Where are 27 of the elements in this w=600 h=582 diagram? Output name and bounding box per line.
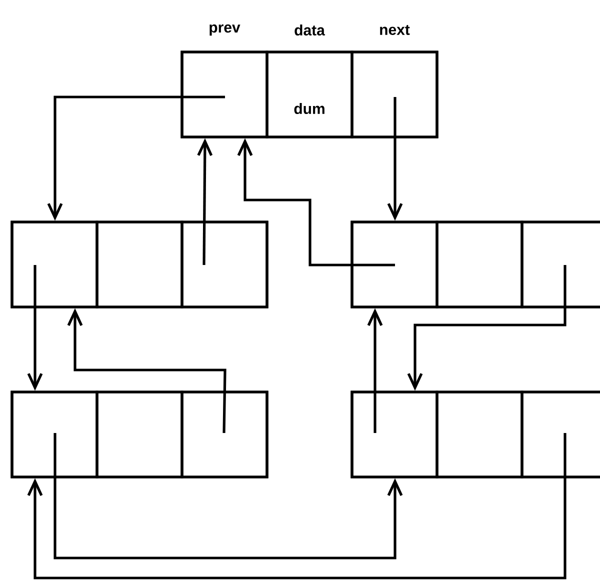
cell-box [96,390,184,478]
cell-box [436,220,524,308]
cell-box: prev [180,24,268,138]
cell-box: data dum [266,24,354,138]
pointer-arrow [54,433,403,560]
cell-box [520,390,600,478]
pointer-arrow [237,138,395,266]
node-label: data [294,24,326,36]
pointer-arrow [27,433,566,580]
pointer-arrow [67,308,226,434]
pointer-arrow [47,96,225,221]
node-label: next [380,25,410,35]
pointer-arrow [367,308,383,433]
cell-box [180,220,268,308]
cell-box [520,220,600,308]
pointer-arrow [387,97,403,221]
pointer-arrow [27,265,43,391]
cell-box [96,220,184,308]
cell-box [10,220,98,308]
node-label: prev [210,24,240,36]
cell-box: next [350,25,438,138]
cell-box [350,390,438,478]
pointer-arrow [197,138,213,266]
cell-box [350,220,438,308]
cell-box [436,390,524,478]
cell-box [180,390,268,478]
cell-box [10,390,98,478]
